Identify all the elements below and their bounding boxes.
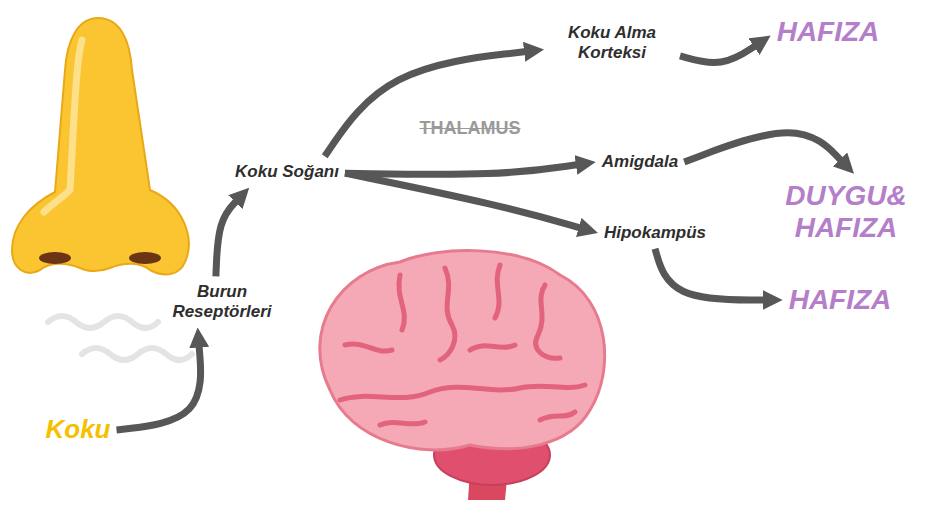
node-text: Hipokampüs — [604, 223, 706, 243]
scent-wave — [48, 316, 158, 328]
nostril — [129, 252, 161, 264]
nose-highlight — [44, 40, 82, 212]
arrow-connector — [655, 249, 767, 300]
arrow-connector — [680, 44, 757, 62]
outcome-label: HAFIZA — [787, 282, 894, 318]
nostril — [39, 252, 71, 264]
arrow-connector — [216, 199, 238, 276]
bulb-label: Koku Soğanı — [233, 160, 341, 184]
hippocampus-label: Hipokampüs — [602, 221, 708, 245]
brain-illustration — [320, 251, 605, 500]
node-text: Koku — [46, 415, 111, 445]
brain-sulci — [340, 265, 585, 425]
struck-label: THALAMUS — [420, 118, 521, 139]
amygdala-label: Amigdala — [600, 150, 681, 174]
nose-shape — [12, 18, 189, 274]
arrow-connector — [117, 343, 201, 429]
arrow-connector — [325, 51, 528, 156]
arrow-connector — [345, 164, 580, 174]
arrow-connector — [345, 173, 583, 228]
outcome-label: HAFIZA — [775, 14, 882, 50]
cortex-label: Koku Alma Korteksi — [548, 21, 676, 64]
node-text: HAFIZA — [789, 284, 892, 316]
node-text: Koku Soğanı — [235, 162, 339, 182]
cerebrum — [320, 251, 605, 450]
nose-illustration — [12, 18, 192, 360]
node-text: Koku Alma Korteksi — [550, 23, 674, 62]
stimulus-label: Koku — [44, 413, 113, 447]
outcome-label: DUYGU& HAFIZA — [766, 178, 926, 246]
node-text: DUYGU& HAFIZA — [768, 180, 924, 244]
scent-wave — [82, 348, 192, 360]
arrow-connector — [684, 133, 843, 163]
node-text: Burun Reseptörleri — [163, 282, 281, 321]
node-text: HAFIZA — [777, 16, 880, 48]
node-text: Amigdala — [602, 152, 679, 172]
receptor-label: Burun Reseptörleri — [161, 280, 283, 323]
